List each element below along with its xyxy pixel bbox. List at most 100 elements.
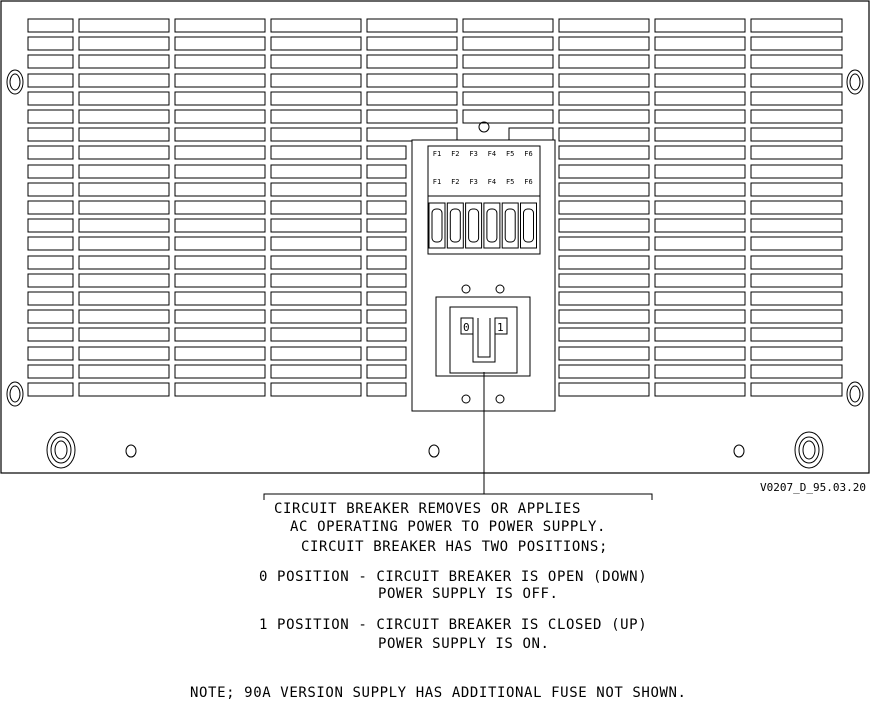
handle-right-top (846, 69, 864, 95)
vent-slot (654, 91, 746, 106)
handle-left-top-inner (9, 73, 21, 91)
vent-slot (27, 127, 74, 142)
vent-slot (750, 127, 843, 142)
vent-slot (78, 236, 170, 251)
vent-slot (27, 273, 74, 288)
fuse-cap (504, 208, 516, 243)
vent-slot (558, 73, 650, 88)
vent-slot (174, 291, 266, 306)
foot-left (46, 431, 76, 469)
vent-slot (366, 54, 458, 69)
vent-slot (558, 182, 650, 197)
breaker-screw-bl (461, 394, 471, 404)
vent-slot (654, 182, 746, 197)
vent-slot (270, 327, 362, 342)
vent-slot (750, 236, 843, 251)
vent-slot (270, 346, 362, 361)
vent-slot (558, 382, 650, 397)
vent-slot (654, 364, 746, 379)
vent-slot (78, 291, 170, 306)
fuse-label-top: F5 (506, 150, 514, 158)
vent-slot (78, 18, 170, 33)
callout-line-1: CIRCUIT BREAKER REMOVES OR APPLIES (274, 501, 581, 517)
vent-slot (750, 164, 843, 179)
vent-slot (558, 200, 650, 215)
handle-right-bottom-inner (849, 385, 861, 403)
vent-slot (750, 255, 843, 270)
vent-slot (174, 309, 266, 324)
vent-slot (78, 145, 170, 160)
vent-slot (27, 291, 74, 306)
vent-slot (270, 200, 362, 215)
vent-slot (750, 327, 843, 342)
vent-slot (558, 236, 650, 251)
vent-slot (366, 109, 458, 124)
vent-slot (27, 54, 74, 69)
vent-slot (558, 218, 650, 233)
vent-slot (174, 182, 266, 197)
vent-slot (174, 273, 266, 288)
vent-slot (78, 346, 170, 361)
vent-slot (462, 73, 554, 88)
vent-slot (78, 364, 170, 379)
vent-slot (78, 309, 170, 324)
vent-slot (366, 200, 407, 215)
position-1-line-1: 1 POSITION - CIRCUIT BREAKER IS CLOSED (… (259, 617, 647, 633)
screw-bottom-1 (125, 444, 137, 458)
vent-slot (366, 73, 458, 88)
vent-slot (27, 109, 74, 124)
vent-slot (27, 218, 74, 233)
vent-slot (366, 346, 407, 361)
vent-slot (174, 36, 266, 51)
vent-slot (462, 18, 554, 33)
vent-slot (558, 127, 650, 142)
vent-slot (78, 109, 170, 124)
vent-slot (750, 109, 843, 124)
vent-slot (270, 164, 362, 179)
vent-slot (654, 164, 746, 179)
vent-slot (366, 145, 407, 160)
foot-left-inner (50, 436, 72, 464)
vent-slot (462, 91, 554, 106)
vent-slot (654, 36, 746, 51)
vent-slot (27, 182, 74, 197)
vent-slot (366, 127, 458, 142)
vent-slot (558, 18, 650, 33)
vent-slot (270, 127, 362, 142)
vent-slot (750, 309, 843, 324)
vent-slot (750, 73, 843, 88)
vent-slot (78, 255, 170, 270)
handle-right-bottom (846, 381, 864, 407)
vent-slot (366, 364, 407, 379)
vent-slot (270, 145, 362, 160)
vent-slot (174, 218, 266, 233)
fuse-label-bottom: F6 (524, 178, 532, 186)
foot-right-core (802, 440, 816, 460)
fuse-holder (428, 202, 446, 249)
vent-slot (654, 109, 746, 124)
mounting-hardware (6, 69, 864, 469)
vent-slot (27, 91, 74, 106)
fuse-cap (431, 208, 443, 243)
vent-slot (366, 327, 407, 342)
vent-slot (366, 91, 458, 106)
vent-slot (174, 364, 266, 379)
vent-slot (654, 327, 746, 342)
vent-slot (27, 364, 74, 379)
vent-slot (558, 291, 650, 306)
position-0-line-2: POWER SUPPLY IS OFF. (378, 586, 559, 602)
vent-slot (750, 54, 843, 69)
vent-slot (174, 382, 266, 397)
screw-bottom-2 (428, 444, 440, 458)
fuse-holder (520, 202, 537, 249)
vent-slot (750, 218, 843, 233)
vent-slot (27, 36, 74, 51)
fuse-holder (501, 202, 519, 249)
vent-slot (462, 54, 554, 69)
vent-slot (78, 327, 170, 342)
vent-slot (558, 364, 650, 379)
vent-slot (366, 218, 407, 233)
vent-slot (27, 327, 74, 342)
